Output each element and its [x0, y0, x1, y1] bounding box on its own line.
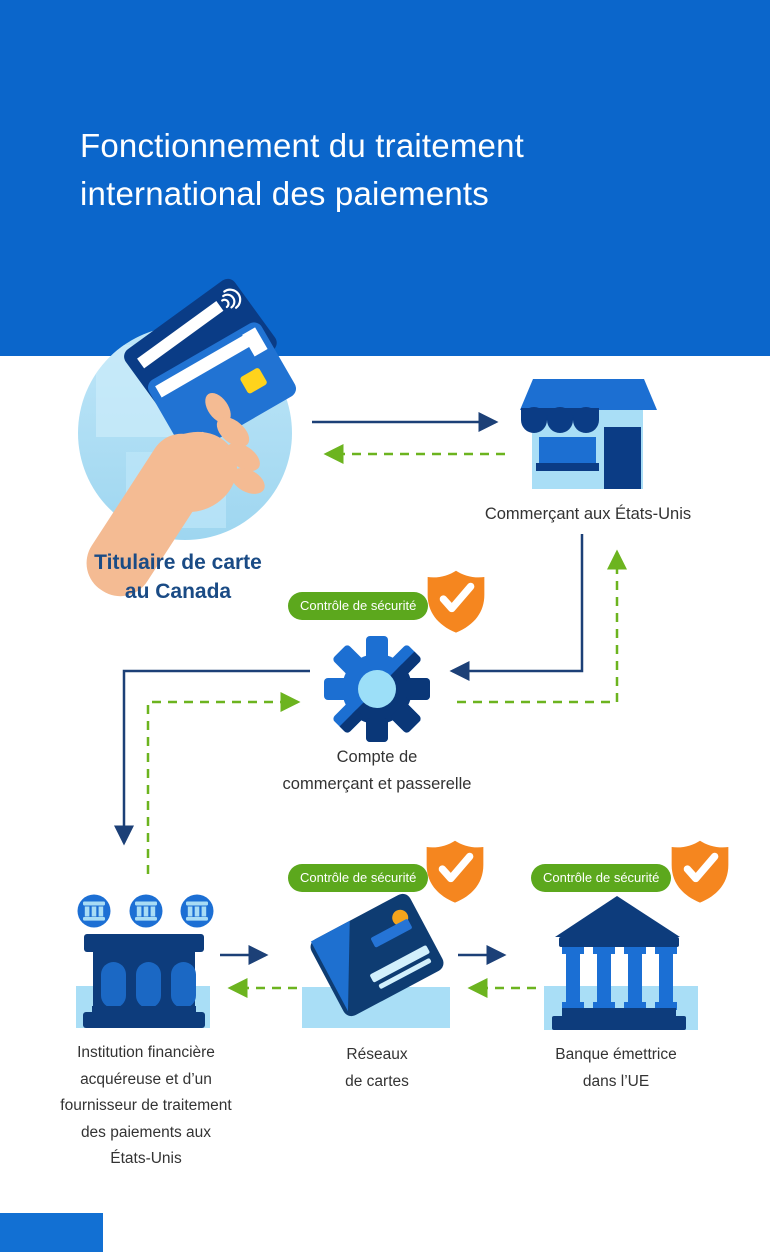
issuer-label-line1: Banque émettrice [555, 1046, 677, 1063]
credit-card-icon [302, 893, 450, 1028]
gateway-label-line2: commerçant et passerelle [282, 775, 472, 793]
networks-label-line2: de cartes [345, 1072, 409, 1090]
arrow-merchant-to-gateway-solid [449, 534, 584, 681]
issuing-bank-icon [544, 896, 698, 1030]
security-check-badge-issuer: Contrôle de sécurité [531, 864, 672, 892]
cardholder-label: Titulaire de carte au Canada [58, 548, 298, 606]
gateway-label-line1: Compte de [336, 748, 418, 766]
arrow-acquirer-to-gateway-dashed [146, 692, 301, 874]
networks-label: Réseaux de cartes [307, 1042, 447, 1095]
merchant-label: Commerçant aux États-Unis [484, 505, 692, 523]
shield-check-icon-issuer [672, 841, 729, 903]
header-banner: Fonctionnement du traitement internation… [0, 0, 770, 356]
security-check-badge-gateway: Contrôle de sécurité [288, 592, 429, 620]
gateway-label: Compte de commerçant et passerelle [257, 744, 497, 798]
hand-holding-credit-cards-icon [78, 278, 296, 597]
security-check-badge-networks: Contrôle de sécurité [288, 864, 429, 892]
cardholder-label-line2: au Canada [124, 580, 232, 603]
cardholder-label-line1: Titulaire de carte [94, 551, 262, 574]
storefront-icon [520, 379, 657, 489]
arrow-gateway-to-merchant-dashed [457, 549, 627, 704]
shield-check-icon-gateway [428, 571, 485, 633]
acquirer-label: Institution financière acquéreuse et d’u… [60, 1044, 232, 1167]
issuer-label-line2: dans l’UE [582, 1072, 650, 1090]
page-title: Fonctionnement du traitement internation… [80, 122, 524, 218]
page-title-line1: Fonctionnement du traitement [80, 127, 525, 164]
issuer-label: Banque émettrice dans l’UE [506, 1042, 726, 1095]
arrow-gateway-to-acquirer-solid [114, 669, 310, 846]
flow-arrows [114, 412, 627, 998]
page-title-line2: international des paiements [80, 175, 489, 212]
gear-icon [324, 636, 430, 742]
networks-label-line1: Réseaux [346, 1046, 408, 1063]
shield-check-icon-networks [427, 841, 484, 903]
acquirer-bank-icon [76, 894, 214, 1028]
decorative-corner-square [0, 1213, 103, 1252]
